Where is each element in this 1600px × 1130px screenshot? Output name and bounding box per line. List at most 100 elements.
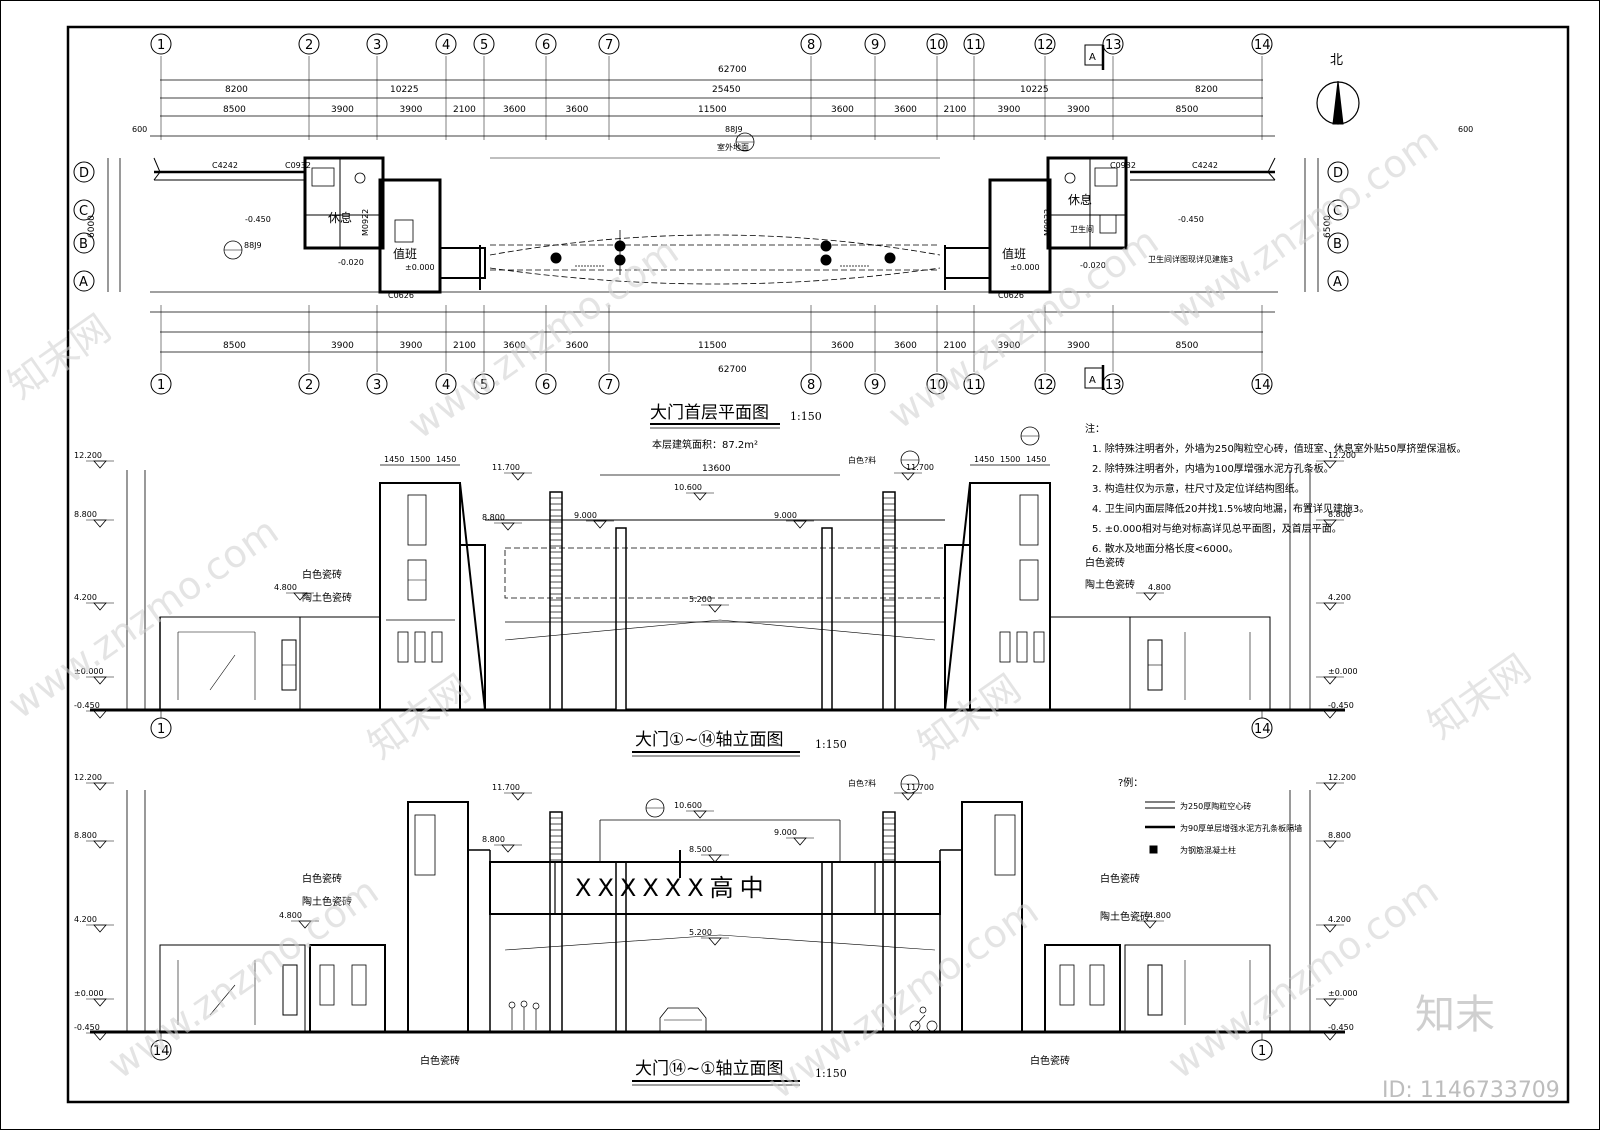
axis-dim: 3900 (1067, 105, 1090, 115)
school-sign-text: XXXXXX高中 (575, 874, 770, 902)
row-label-D: D (79, 166, 89, 181)
axis-dim: 3900 (1067, 341, 1090, 351)
legend-item-2: 为90厚单层增强水泥方孔条板隔墙 (1180, 823, 1302, 833)
row-bubble-B (1327, 232, 1349, 254)
level-mark: 8.500 (689, 845, 712, 854)
elev2-mat-clay-left: 陶土色瓷砖 (302, 895, 352, 908)
axis-label-12: 12 (1037, 38, 1054, 53)
level-zero-right: ±0.000 (1010, 263, 1040, 272)
elev2-scale: 1:150 (815, 1067, 847, 1080)
axis-label-7: 7 (605, 378, 613, 393)
elev1-mat-paint: 白色?料 (848, 455, 876, 465)
level-mark: ±0.000 (1328, 667, 1358, 676)
level-mark: 11.700 (492, 783, 520, 792)
axis-label-10: 10 (929, 378, 946, 393)
legend-block: ?例： 为250厚陶粒空心砖 为90厚单层增强水泥方孔条板隔墙 为钢筋混凝土柱 (1118, 776, 1302, 855)
plan-title: 大门首层平面图 (650, 403, 769, 423)
axis-bubble-5 (473, 33, 495, 55)
axis-label-11: 11 (966, 38, 983, 53)
elev1-tower-dim-r3: 1450 (1026, 455, 1046, 464)
plan-dim-total-bottom: 62700 (718, 365, 747, 375)
wc-note: 卫生间详图现详见建施3 (1148, 254, 1233, 264)
window-c0932-right: C0932 (1110, 161, 1136, 170)
axis-bubble-10 (926, 33, 948, 55)
axis-bubble-2 (298, 373, 320, 395)
section-mark-bottom: A (1089, 375, 1096, 386)
axis-bubble-11 (963, 33, 985, 55)
level-mark: 4.200 (74, 915, 97, 924)
level-minus-right: -0.450 (1178, 215, 1204, 224)
elev1-mat-clay-right: 陶土色瓷砖 (1085, 578, 1135, 591)
row-label-B: B (79, 237, 88, 252)
axis-dim: 3900 (331, 105, 354, 115)
elev1-tower-dim-r1: 1450 (974, 455, 994, 464)
ref-88j9-left: 88J9 (244, 241, 262, 250)
note-2: 2. 除特殊注明者外，内墙为100厚增强水泥方孔条板。 (1092, 462, 1334, 475)
level-mark: 8.800 (1328, 510, 1351, 519)
axis-dim: 8500 (1176, 105, 1199, 115)
inner-frame (66, 25, 1570, 1104)
note-5: 5. ±0.000相对与绝对标高详见总平面图，及首层平面。 (1092, 522, 1342, 535)
axis-bubble-9 (864, 33, 886, 55)
axis-dim: 8500 (223, 341, 246, 351)
plan-dim-center: 25450 (712, 85, 741, 95)
level-mark: 5.200 (689, 595, 712, 604)
level-mark: ±0.000 (1328, 989, 1358, 998)
axis-label-2: 2 (305, 378, 313, 393)
axis-dim: 3600 (894, 105, 917, 115)
level-mark: 4.800 (274, 583, 297, 592)
plan-dim-left-total: 6000 (87, 215, 97, 238)
elev2-mat-white-left: 白色瓷砖 (302, 872, 342, 885)
level-mark: 8.800 (1328, 831, 1351, 840)
level-mark: 10.600 (674, 483, 702, 492)
axis-bubble-11 (963, 373, 985, 395)
axis-label-10: 10 (929, 38, 946, 53)
legend-heading: ?例： (1118, 776, 1143, 789)
axis-bubble-14 (1251, 373, 1273, 395)
axis-dim: 3600 (503, 105, 526, 115)
axis-dim: 11500 (698, 341, 727, 351)
row-bubble-D (1327, 161, 1349, 183)
axis-dim: 3900 (998, 105, 1021, 115)
axis-dim: 3900 (400, 341, 423, 351)
elev2-mat-clay-right: 陶土色瓷砖 (1100, 910, 1150, 923)
axis-dim: 2100 (944, 105, 967, 115)
elev1-mat-white-left: 白色瓷砖 (302, 568, 342, 581)
level-mark: 12.200 (1328, 773, 1356, 782)
level-mark: 10.600 (674, 801, 702, 810)
plan-dim-right-10225: 10225 (1020, 85, 1049, 95)
axis-label-4: 4 (442, 38, 450, 53)
level-mark: 4.200 (1328, 915, 1351, 924)
plan-scale: 1:150 (790, 410, 822, 423)
axis-bubble-13 (1102, 33, 1124, 55)
room-rest-right: 休息 (1068, 192, 1092, 207)
level-mark: 5.200 (689, 928, 712, 937)
axis-label-8: 8 (807, 378, 815, 393)
level-mark: ±0.000 (74, 989, 104, 998)
level-mark: 12.200 (1328, 451, 1356, 460)
notes-heading: 注： (1085, 422, 1105, 435)
elevation-14-1: 12.2008.8004.200±0.000-0.45012.2008.8004… (74, 773, 1358, 1061)
level-mark: 4.800 (1148, 583, 1171, 592)
level-mark: 12.200 (74, 773, 102, 782)
axis-dim: 3600 (503, 341, 526, 351)
plan-area: 本层建筑面积：87.2m² (652, 438, 758, 451)
elev1-mat-white-right: 白色瓷砖 (1085, 556, 1125, 569)
level-mark: 12.200 (74, 451, 102, 460)
row-label-A: A (79, 275, 88, 290)
note-4: 4. 卫生间内面层降低20并找1.5%坡向地漏，布置详见建施3。 (1092, 502, 1369, 515)
level-zero-left: ±0.000 (405, 263, 435, 272)
row-label-C: C (79, 204, 88, 219)
row-bubble-D (73, 161, 95, 183)
level-mark: 8.800 (74, 510, 97, 519)
axis-dim: 3600 (566, 105, 589, 115)
axis-label-3: 3 (373, 38, 381, 53)
axis-label-9: 9 (871, 38, 879, 53)
axis-bubble-9 (864, 373, 886, 395)
level-mark: 11.700 (906, 783, 934, 792)
axis-dim: 3900 (998, 341, 1021, 351)
level-mark: 9.000 (574, 511, 597, 520)
axis-label-5: 5 (480, 378, 488, 393)
level-mark: -0.450 (1328, 701, 1354, 710)
